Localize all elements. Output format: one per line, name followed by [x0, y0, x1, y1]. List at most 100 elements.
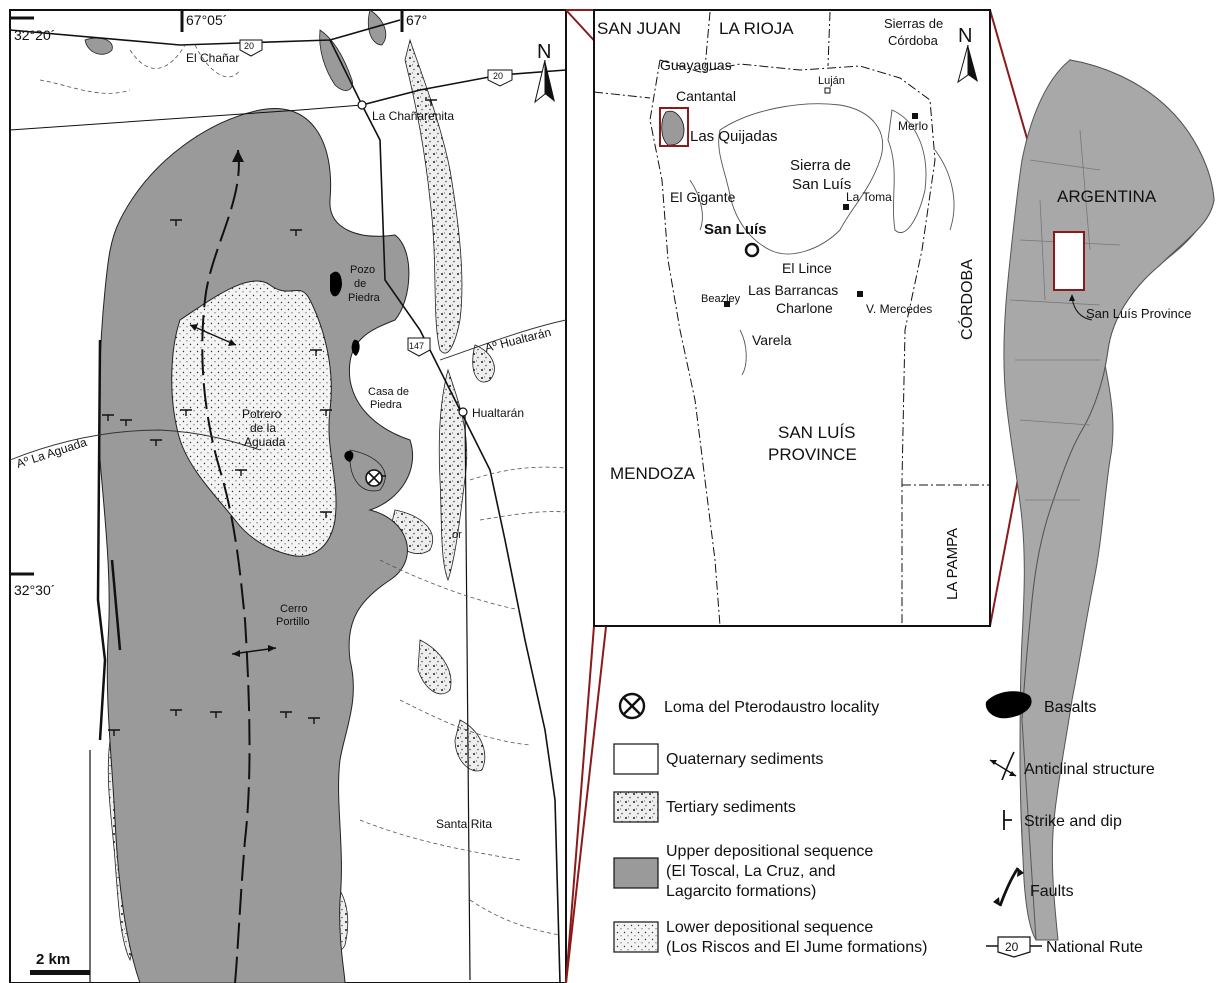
town-marker-la-toma	[843, 204, 849, 210]
inset-north-label: N	[958, 25, 972, 47]
label-el-lince: El Lince	[782, 260, 832, 276]
label-cantantal: Cantantal	[676, 88, 736, 104]
town-marker	[357, 100, 367, 110]
road	[464, 409, 471, 981]
track	[359, 559, 561, 936]
label-san-luis-city: San Luís	[704, 221, 767, 238]
strike-dip-symbols	[102, 99, 437, 736]
lower-sequence-outcrop	[171, 280, 337, 557]
track	[39, 44, 241, 94]
label-province-2: PROVINCE	[768, 445, 857, 464]
coord-lon-2: 67°	[406, 12, 427, 28]
place-casa-1: Casa de	[368, 386, 409, 398]
place-potrero-2: de la	[250, 421, 276, 435]
basalt-outcrop	[351, 339, 360, 356]
svg-text:Lower depositional sequence: Lower depositional sequence	[666, 919, 873, 936]
place-santa-rita: Santa Rita	[436, 817, 492, 831]
place-potrero-1: Potrero	[242, 407, 282, 421]
svg-text:Lagarcito formations): Lagarcito formations)	[666, 883, 816, 900]
svg-text:20: 20	[493, 71, 503, 81]
legend-item-faults: Faults	[993, 867, 1074, 907]
tertiary-outcrop	[417, 639, 452, 695]
label-beazley: Beazley	[701, 293, 741, 305]
label-san-luis-province-callout: San Luís Province	[1086, 306, 1192, 321]
label-la-rioja: LA RIOJA	[719, 19, 794, 38]
callout-arrowhead	[1069, 294, 1075, 301]
coord-lat-2: 32°30´	[14, 582, 55, 598]
las-quijadas-outcrop	[661, 110, 685, 146]
legend: Loma del Pterodaustro locality Quaternar…	[613, 691, 1155, 958]
province-boundary	[593, 11, 990, 627]
svg-text:Upper depositional sequence: Upper depositional sequence	[666, 843, 873, 860]
fault-icon	[998, 867, 1020, 907]
label-la-pampa: LA PAMPA	[944, 528, 961, 600]
place-cerro-1: Cerro	[280, 603, 308, 615]
upper-sequence-outcrop	[367, 9, 387, 46]
anticline-icon	[1001, 751, 1015, 781]
fault-line	[110, 559, 122, 651]
legend-item-quaternary: Quaternary sediments	[613, 743, 823, 775]
upper-sequence-outcrop	[319, 29, 353, 91]
legend-item-basalts: Basalts	[985, 691, 1096, 719]
label-sierras-cordoba-2: Córdoba	[888, 33, 939, 48]
fault-line	[96, 339, 107, 741]
anticline-arrow	[189, 324, 237, 346]
legend-item-national-route: 20 National Rute	[986, 936, 1143, 958]
basalt-outcrop	[344, 450, 354, 462]
label-guayaguas: Guayaguas	[660, 57, 732, 73]
tertiary-outcrop	[472, 344, 495, 383]
anticline-arrowheads	[190, 324, 236, 346]
anticline-axis-arrow	[232, 150, 244, 162]
label-province-1: SAN LUÍS	[778, 423, 855, 442]
track	[469, 466, 567, 521]
place-la-chanarenita: La Chañarenita	[372, 109, 454, 123]
svg-text:Basalts: Basalts	[1044, 699, 1096, 716]
place-casa-2: Piedra	[370, 399, 403, 411]
label-las-barrancas: Las Barrancas	[748, 282, 838, 298]
tertiary-outcrop	[404, 38, 463, 354]
north-arrow-icon	[534, 59, 555, 104]
label-merlo: Merlo	[898, 119, 928, 133]
city-marker-san-luis	[744, 242, 760, 258]
legend-item-locality: Loma del Pterodaustro locality	[618, 692, 879, 720]
svg-text:(El Toscal, La Cruz, and: (El Toscal, La Cruz, and	[666, 863, 836, 880]
basalt-outcrop	[330, 271, 342, 297]
strike-dip-icon	[1003, 810, 1012, 830]
road	[361, 69, 567, 106]
label-v-mercedes: V. Mercedes	[866, 302, 932, 316]
anticline-axis	[201, 149, 251, 983]
label-el-gigante: El Gigante	[670, 189, 736, 205]
inset-north-arrow-icon	[957, 44, 978, 84]
town-marker-lujan	[824, 87, 831, 94]
river-hualtaran	[439, 319, 567, 361]
label-lujan: Luján	[818, 75, 845, 87]
sierra-outline	[887, 109, 927, 233]
scale-label: 2 km	[36, 951, 70, 968]
legend-item-tertiary: Tertiary sediments	[613, 791, 796, 823]
coord-lon-1: 67°05´	[186, 12, 227, 28]
town-marker	[458, 407, 468, 417]
place-cerro-2: Portillo	[276, 616, 310, 628]
coord-lat-1: 32°20´	[14, 27, 55, 43]
town-marker-merlo	[912, 113, 918, 119]
north-label: N	[537, 41, 551, 63]
label-cordoba: CÓRDOBA	[957, 259, 976, 340]
legend-item-upper-sequence: Upper depositional sequence (El Toscal, …	[613, 843, 873, 900]
sierra-outline	[689, 179, 703, 231]
country-map: ARGENTINA San Luís Province	[1003, 59, 1215, 941]
legend-item-anticlinal: Anticlinal structure	[989, 751, 1155, 781]
sierra-de-san-luis-outline	[718, 103, 884, 255]
tertiary-outcrop	[454, 719, 486, 772]
label-sierras-cordoba-1: Sierras de	[884, 16, 943, 31]
svg-text:147: 147	[409, 341, 424, 351]
label-las-quijadas: Las Quijadas	[690, 128, 778, 145]
svg-text:20: 20	[1005, 940, 1019, 954]
svg-text:Anticlinal structure: Anticlinal structure	[1024, 761, 1155, 778]
place-partial-label: or	[452, 529, 462, 541]
label-sierra-san-luis-2: San Luís	[792, 176, 851, 193]
place-pozo-3: Piedra	[348, 292, 381, 304]
loma-pterodaustro-locality-marker	[365, 469, 383, 487]
road-route-147	[329, 39, 561, 983]
